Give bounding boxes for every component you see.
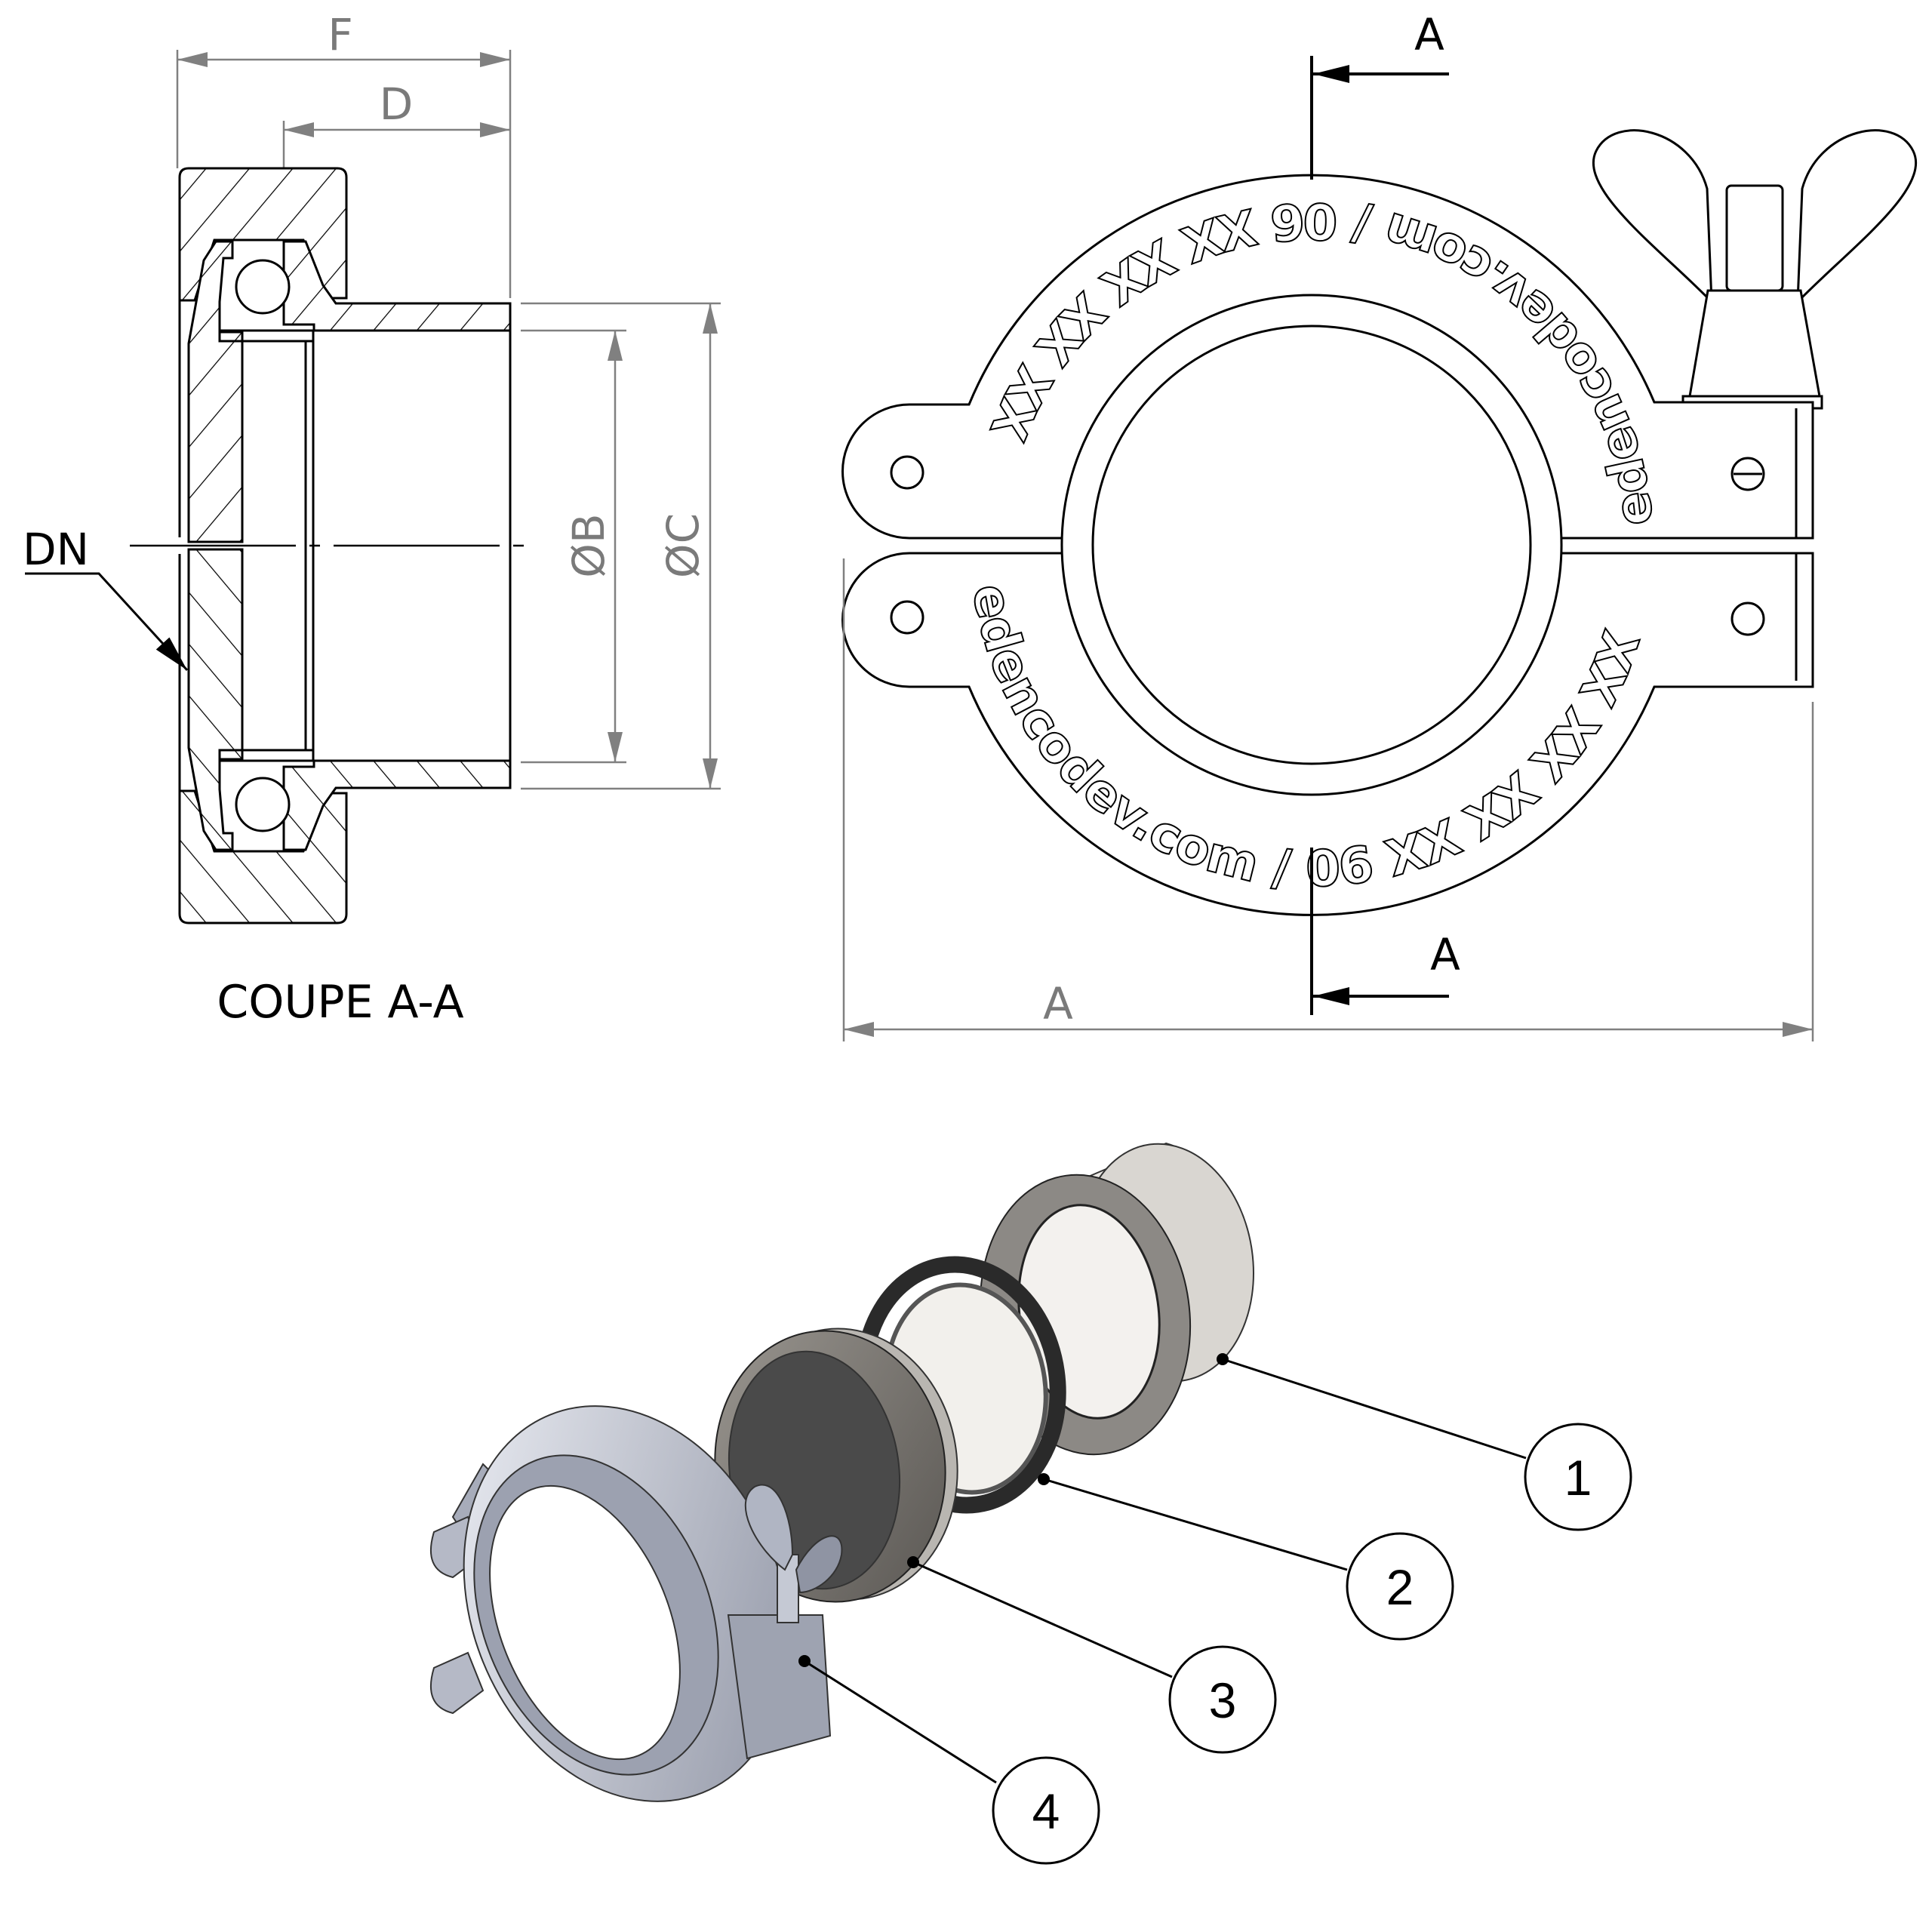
exploded-view: 1 2 3 4 bbox=[429, 1142, 1632, 1865]
balloon-4: 4 bbox=[992, 1756, 1100, 1865]
wing-nut bbox=[1592, 129, 1918, 410]
bolt-hole-lower bbox=[1730, 601, 1765, 636]
blank-flange-section bbox=[187, 240, 244, 543]
svg-text:1: 1 bbox=[1564, 1450, 1592, 1506]
dimension-f: F bbox=[176, 9, 512, 298]
svg-text:A: A bbox=[1414, 9, 1444, 60]
dimension-a: A bbox=[842, 558, 1814, 1041]
dimension-b: ØB bbox=[521, 329, 626, 764]
dim-b-label: ØB bbox=[563, 513, 614, 577]
section-marker-bottom: A bbox=[1310, 848, 1460, 1015]
dim-a-label: A bbox=[1043, 978, 1073, 1029]
dim-c-label: ØC bbox=[657, 513, 709, 578]
dim-d-label: D bbox=[380, 78, 414, 130]
centering-ring bbox=[218, 329, 315, 343]
balloon-3: 3 bbox=[1168, 1645, 1277, 1754]
dimension-c: ØC bbox=[521, 302, 721, 790]
hinge-hole-lower bbox=[890, 600, 924, 635]
balloon-2: 2 bbox=[1346, 1532, 1454, 1641]
svg-text:2: 2 bbox=[1386, 1559, 1414, 1615]
section-half bbox=[178, 167, 512, 546]
section-view: F D DN bbox=[23, 9, 721, 1029]
bore-inner-circle bbox=[1091, 325, 1532, 765]
dn-callout: DN bbox=[23, 524, 189, 672]
svg-text:A: A bbox=[1430, 929, 1460, 980]
dn-label: DN bbox=[23, 524, 89, 575]
front-view: edencodev.com / 06 XX XX XX XX edencodev… bbox=[841, 9, 1918, 1041]
dim-f-label: F bbox=[328, 9, 352, 60]
balloon-1: 1 bbox=[1524, 1423, 1632, 1531]
part-4-clamp bbox=[429, 1405, 843, 1802]
section-caption: COUPE A-A bbox=[217, 976, 463, 1029]
oring-section bbox=[235, 259, 291, 315]
hinge-hole-upper bbox=[890, 455, 924, 490]
tube-section bbox=[282, 240, 512, 332]
svg-text:3: 3 bbox=[1209, 1672, 1237, 1728]
section-marker-top: A bbox=[1310, 9, 1449, 180]
svg-text:4: 4 bbox=[1032, 1783, 1060, 1839]
dimension-d: D bbox=[282, 78, 510, 242]
